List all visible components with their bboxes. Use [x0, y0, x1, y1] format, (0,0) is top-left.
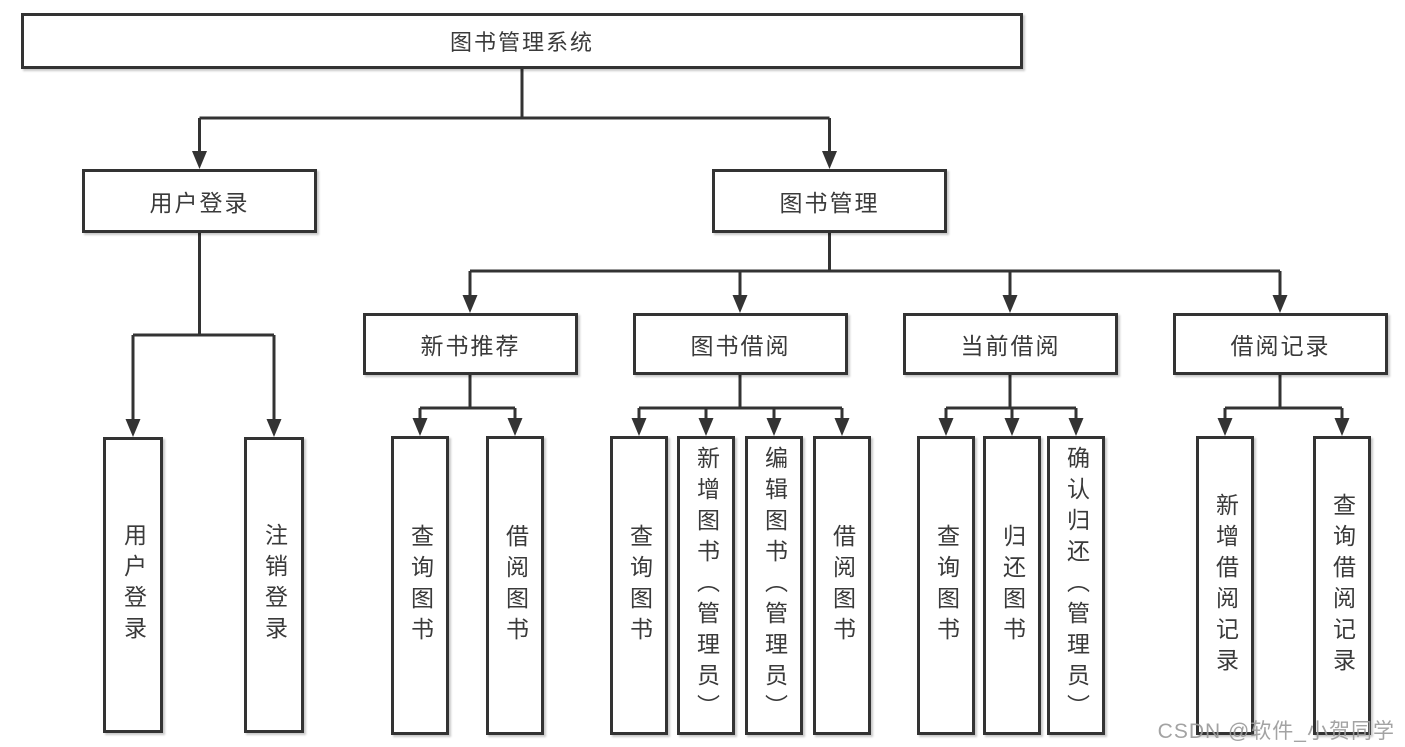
csdn-watermark: CSDN @软件_小贺同学 [1157, 720, 1395, 743]
node-label: 用户登录 [149, 190, 250, 216]
leaf-logout: 注销登录 [244, 437, 304, 733]
leaf-add-book-admin: 新增图书（管理员） [677, 436, 735, 735]
node-book-management: 图书管理 [712, 169, 947, 233]
leaf-confirm-return-admin: 确认归还（管理员） [1047, 436, 1105, 735]
connector-book-borrow [637, 375, 844, 419]
node-library-management-system: 图书管理系统 [21, 13, 1023, 69]
leaf-label: 查询图书 [407, 523, 434, 648]
leaf-label: 新增图书（管理员） [693, 446, 720, 725]
node-borrow-records: 借阅记录 [1173, 313, 1388, 375]
leaf-label: 新增借阅记录 [1212, 492, 1239, 679]
leaf-label: 查询图书 [626, 523, 653, 648]
leaf-query-borrow-record: 查询借阅记录 [1313, 436, 1371, 735]
leaf-label: 查询图书 [933, 523, 960, 648]
leaf-query-books-borrow: 查询图书 [610, 436, 668, 735]
leaf-label: 借阅图书 [829, 523, 856, 648]
node-label: 当前借阅 [960, 333, 1061, 359]
leaf-label: 注销登录 [261, 523, 288, 647]
connector-user-login [131, 233, 276, 420]
leaf-label: 确认归还（管理员） [1063, 446, 1090, 725]
connector-current-borrow [944, 375, 1078, 419]
leaf-user-login: 用户登录 [103, 437, 163, 733]
leaf-query-books-current: 查询图书 [917, 436, 975, 735]
connector-new-book-recommend [418, 375, 517, 419]
connector-root [198, 69, 831, 152]
node-label: 新书推荐 [420, 333, 521, 359]
connector-borrow-records [1223, 375, 1344, 419]
leaf-query-books-recommend: 查询图书 [391, 436, 449, 735]
leaf-label: 借阅图书 [502, 523, 529, 648]
leaf-borrow-books: 借阅图书 [813, 436, 871, 735]
node-label: 图书借阅 [690, 333, 791, 359]
leaf-edit-book-admin: 编辑图书（管理员） [745, 436, 803, 735]
leaf-return-book: 归还图书 [983, 436, 1041, 735]
node-user-login: 用户登录 [82, 169, 317, 233]
leaf-label: 查询借阅记录 [1329, 492, 1356, 679]
leaf-label: 编辑图书（管理员） [761, 446, 788, 725]
node-label: 图书管理 [779, 190, 880, 216]
leaf-add-borrow-record: 新增借阅记录 [1196, 436, 1254, 735]
node-new-book-recommend: 新书推荐 [363, 313, 578, 375]
leaf-borrow-books-recommend: 借阅图书 [486, 436, 544, 735]
node-current-borrow: 当前借阅 [903, 313, 1118, 375]
node-label: 图书管理系统 [449, 30, 594, 55]
node-book-borrow: 图书借阅 [633, 313, 848, 375]
node-label: 借阅记录 [1230, 333, 1331, 359]
leaf-label: 归还图书 [999, 523, 1026, 648]
connector-book-management [468, 233, 1282, 296]
leaf-label: 用户登录 [120, 523, 147, 647]
